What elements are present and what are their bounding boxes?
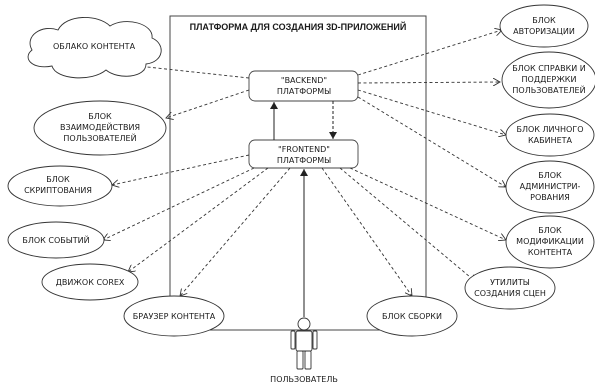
svg-text:ОБЛАКО КОНТЕНТА: ОБЛАКО КОНТЕНТА: [53, 42, 136, 51]
svg-text:АДМИНИСТРИ-: АДМИНИСТРИ-: [520, 182, 581, 191]
node-cabinet: БЛОК ЛИЧНОГО КАБИНЕТА: [505, 113, 595, 157]
svg-text:КОНТЕНТА: КОНТЕНТА: [528, 248, 573, 257]
conn-scripting: [112, 154, 250, 185]
svg-text:БЛОК: БЛОК: [46, 175, 70, 184]
node-build: БЛОК СБОРКИ: [366, 295, 458, 337]
svg-text:БЛОК ЛИЧНОГО: БЛОК ЛИЧНОГО: [517, 125, 584, 134]
conn-cabinet: [357, 89, 506, 135]
conn-engine: [128, 167, 269, 272]
svg-text:ДВИЖОК COREX: ДВИЖОК COREX: [56, 278, 125, 287]
svg-text:"BACKEND": "BACKEND": [281, 76, 327, 85]
conn-modification: [349, 167, 506, 240]
svg-text:БЛОК: БЛОК: [532, 16, 556, 25]
node-admin: БЛОК АДМИНИСТРИ- РОВАНИЯ: [505, 160, 595, 214]
platform-frame: [169, 15, 427, 331]
svg-text:ПОЛЬЗОВАТЕЛЕЙ: ПОЛЬЗОВАТЕЛЕЙ: [512, 84, 585, 95]
conn-utilities: [339, 167, 476, 282]
node-modification: БЛОК МОДИФИКАЦИИ КОНТЕНТА: [505, 215, 595, 269]
svg-text:СКРИПТОВАНИЯ: СКРИПТОВАНИЯ: [24, 186, 92, 195]
svg-text:МОДИФИКАЦИИ: МОДИФИКАЦИИ: [516, 237, 584, 246]
svg-text:РОВАНИЯ: РОВАНИЯ: [530, 193, 570, 202]
node-auth: БЛОК АВТОРИЗАЦИИ: [499, 4, 589, 48]
conn-cloud: [138, 66, 250, 79]
svg-text:ВЗАИМОДЕЙСТВИЯ: ВЗАИМОДЕЙСТВИЯ: [60, 121, 140, 132]
svg-text:ПЛАТФОРМЫ: ПЛАТФОРМЫ: [277, 87, 331, 96]
conn-build: [321, 167, 412, 296]
svg-text:БЛОК: БЛОК: [538, 171, 562, 180]
user-label: ПОЛЬЗОВАТЕЛЬ: [270, 375, 338, 384]
user-actor-icon: [290, 317, 318, 370]
node-scripting: БЛОК СКРИПТОВАНИЯ: [7, 165, 113, 207]
svg-text:БЛОК СОБЫТИЙ: БЛОК СОБЫТИЙ: [22, 234, 89, 245]
svg-text:СОЗДАНИЯ СЦЕН: СОЗДАНИЯ СЦЕН: [474, 289, 546, 298]
svg-text:ПОДДЕРЖКИ: ПОДДЕРЖКИ: [522, 75, 577, 84]
conn-help: [357, 82, 500, 83]
frontend-box: "FRONTEND" ПЛАТФОРМЫ: [248, 139, 359, 169]
svg-text:ПЛАТФОРМЫ: ПЛАТФОРМЫ: [277, 156, 331, 165]
conn-browser: [180, 167, 291, 296]
conn-interaction: [166, 89, 250, 118]
svg-text:БЛОК СПРАВКИ И: БЛОК СПРАВКИ И: [512, 64, 586, 73]
node-browser: БРАУЗЕР КОНТЕНТА: [123, 295, 225, 337]
node-engine: ДВИЖОК COREX: [41, 263, 139, 301]
node-help: БЛОК СПРАВКИ И ПОДДЕРЖКИ ПОЛЬЗОВАТЕЛЕЙ: [501, 51, 595, 109]
svg-text:УТИЛИТЫ: УТИЛИТЫ: [490, 278, 530, 287]
backend-box: "BACKEND" ПЛАТФОРМЫ: [248, 70, 359, 102]
node-events: БЛОК СОБЫТИЙ: [7, 221, 105, 259]
svg-text:БЛОК СБОРКИ: БЛОК СБОРКИ: [382, 312, 442, 321]
platform-title: ПЛАТФОРМА ДЛЯ СОЗДАНИЯ 3D-ПРИЛОЖЕНИЙ: [190, 21, 407, 32]
node-interaction: БЛОК ВЗАИМОДЕЙСТВИЯ ПОЛЬЗОВАТЕЛЕЙ: [33, 100, 167, 156]
svg-text:КАБИНЕТА: КАБИНЕТА: [528, 136, 573, 145]
svg-text:АВТОРИЗАЦИИ: АВТОРИЗАЦИИ: [513, 27, 575, 36]
svg-text:ПОЛЬЗОВАТЕЛЕЙ: ПОЛЬЗОВАТЕЛЕЙ: [63, 132, 136, 143]
svg-text:"FRONTEND": "FRONTEND": [278, 145, 330, 154]
svg-text:БЛОК: БЛОК: [88, 112, 112, 121]
node-utilities: УТИЛИТЫ СОЗДАНИЯ СЦЕН: [464, 266, 556, 310]
node-cloud-content: ОБЛАКО КОНТЕНТА: [27, 17, 162, 79]
conn-events: [103, 167, 255, 240]
svg-text:БЛОК: БЛОК: [538, 226, 562, 235]
conn-auth: [357, 30, 502, 76]
conn-admin: [357, 96, 506, 187]
svg-text:БРАУЗЕР КОНТЕНТА: БРАУЗЕР КОНТЕНТА: [133, 312, 216, 321]
